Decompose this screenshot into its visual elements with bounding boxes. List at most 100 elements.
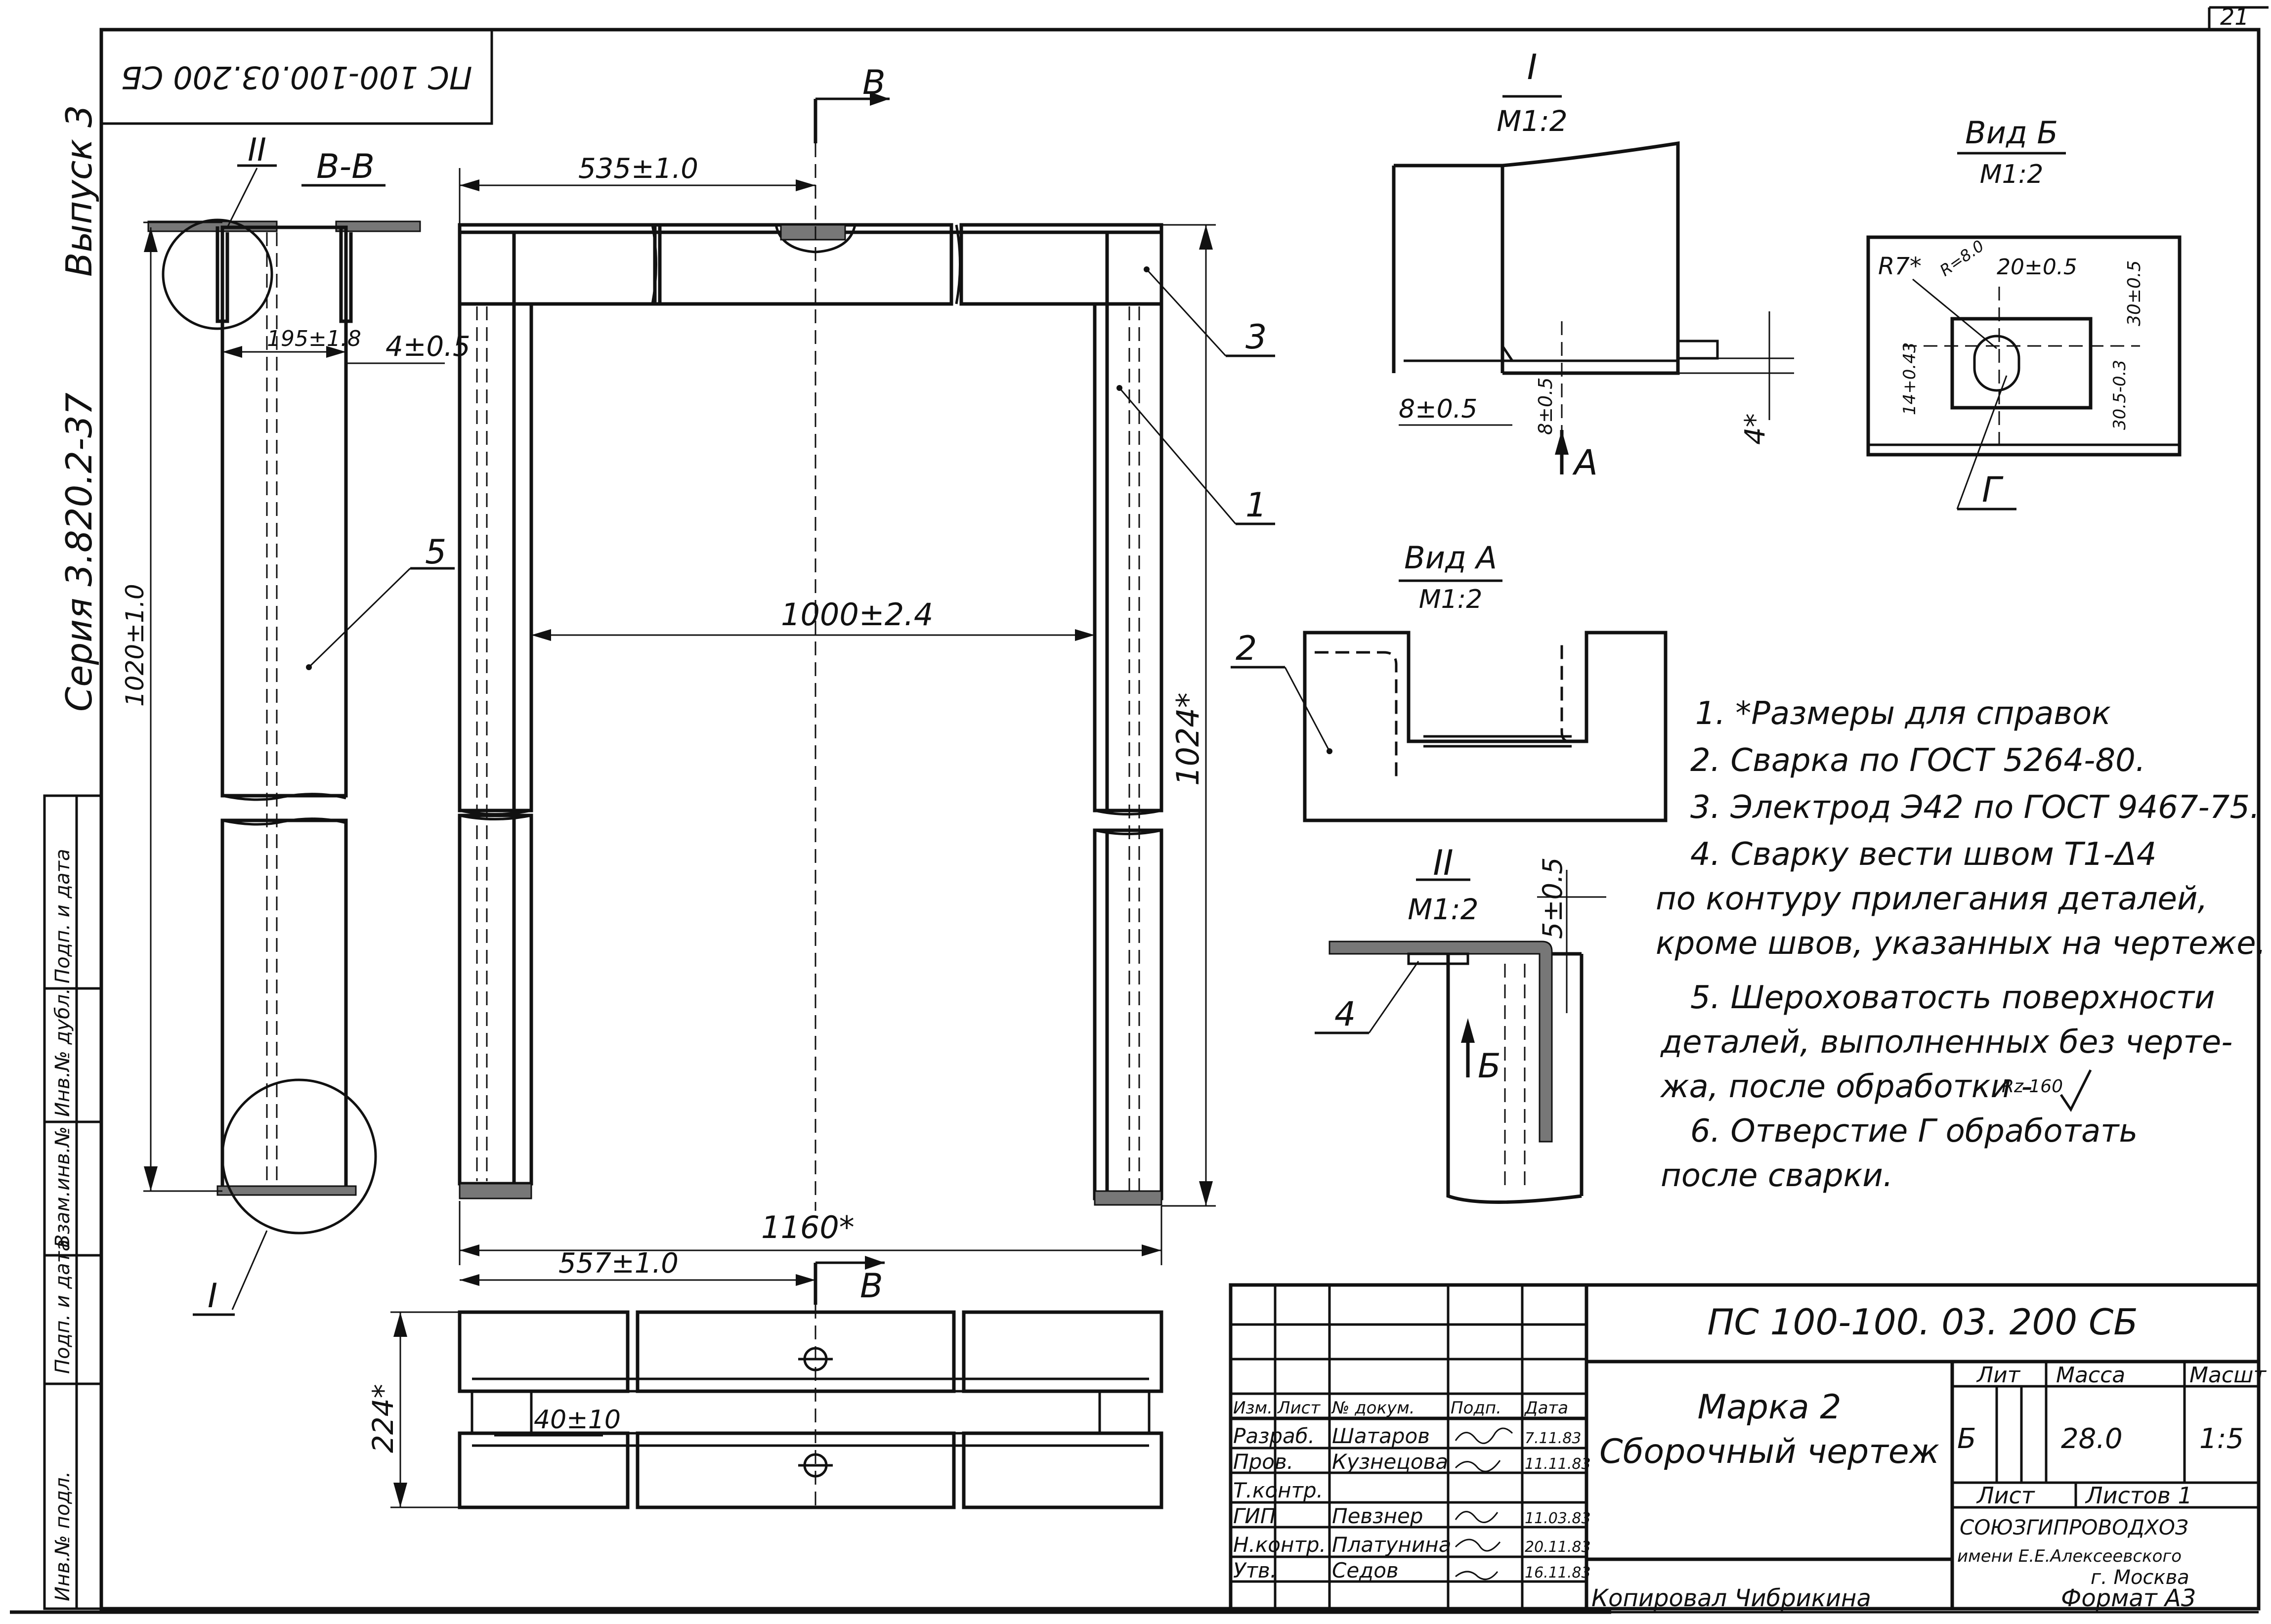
signatures [1455,1427,1513,1581]
dim-4star: 4* [1739,413,1771,445]
dim-5: 5±0.5 [1537,857,1568,939]
dim-8: 8±0.5 [1399,394,1477,424]
view-A: Вид А М1:2 2 [1231,540,1668,822]
note-rz: Rz 160 [2002,1076,2063,1097]
callout-II-top: II [248,132,266,169]
strip-inv-dubl: Инв.№ дубл. [51,988,74,1117]
tb-name-utv: Седов [1332,1558,1399,1582]
dim-1024: 1024* [1170,692,1206,786]
tb-date-prov: 11.11.83 [1525,1455,1591,1473]
tb-mass-label: Масса [2056,1363,2125,1388]
tb-name-gip: Певзнер [1332,1504,1423,1528]
tb-lit-label: Лит [1976,1363,2021,1388]
part-5-label: 5 [425,533,446,572]
detail-I-scale: М1:2 [1497,104,1567,138]
tb-role-nkontr: Н.контр. [1233,1533,1326,1557]
strip-podp-data-1: Подп. и дата [51,1239,74,1374]
tb-copied: Копировал Чибрикина [1591,1584,1871,1612]
tb-role-gip: ГИП [1233,1504,1276,1528]
tb-date-nkontr: 20.11.83 [1525,1539,1591,1556]
note-5: 5. Шероховатость поверхности [1690,980,2215,1016]
tb-document-code: ПС 100-100. 03. 200 СБ [1707,1301,2138,1343]
part-2-label: 2 [1236,629,1257,668]
dim-30b: 30.5-0.3 [2110,360,2130,430]
tb-org-line2: имени Е.Е.Алексеевского [1957,1546,2182,1566]
notes-block: 1. *Размеры для справок 2. Сварка по ГОС… [1656,695,2266,1194]
issue-label: Выпуск 3 [58,105,100,277]
tb-col-sign: Подп. [1451,1398,1501,1418]
dim-20: 20±0.5 [1997,255,2077,280]
dim-r8: R=8.0 [1936,236,1988,280]
tb-role-utv: Утв. [1233,1558,1277,1582]
dim-1160: 1160* [761,1209,855,1245]
tb-name-razrab: Шатаров [1332,1424,1430,1448]
dim-1020: 1020±1.0 [121,584,149,707]
tb-date-gip: 11.03.83 [1525,1510,1591,1527]
rotated-code-box: ПС 100-100.03.200 СБ [100,28,493,125]
tb-scale-value: 1:5 [2199,1423,2244,1455]
tb-scale-label: Масшт [2189,1363,2267,1388]
tb-mass-value: 28.0 [2061,1423,2123,1455]
dim-224: 224* [366,1384,400,1453]
note-5c: жа, после обработки - [1660,1068,2032,1105]
part-3-label: 3 [1245,318,1267,357]
dim-4: 4±0.5 [386,331,471,363]
tb-name-nkontr: Платунина [1332,1533,1451,1557]
tb-role-razrab: Разраб. [1233,1424,1315,1448]
tb-col-doc: № докум. [1331,1398,1415,1418]
dim-40: 40±10 [534,1405,621,1435]
dim-30: 30±0.5 [2124,260,2144,326]
part-4-label: 4 [1334,995,1356,1034]
note-6b: после сварки. [1661,1157,1893,1194]
tb-date-utv: 16.11.83 [1525,1564,1591,1581]
section-mark-b-top: В [862,63,886,102]
tb-org-line1: СОЮЗГИПРОВОДХОЗ [1960,1515,2188,1539]
tb-name-line1: Марка 2 [1697,1388,1841,1427]
detail-II: II М1:2 5±0.5 Б 4 [1315,843,1606,1204]
section-mark-b-bottom: В [860,1267,883,1306]
left-strip: Инв.№ подл. Подп. и дата Взам.инв.№ Инв.… [43,794,103,1610]
tb-role-tkontr: Т.контр. [1233,1478,1323,1502]
tb-name-line2: Сборочный чертеж [1599,1432,1939,1471]
view-B-scale: М1:2 [1980,160,2044,189]
tb-col-izm: Изм. [1233,1398,1273,1418]
dim-535: 535±1.0 [578,153,698,185]
rotated-doc-code: ПС 100-100.03.200 СБ [121,59,472,95]
dim-195: 195±1.8 [267,326,361,351]
detail-II-title: II [1433,843,1453,883]
arrow-B-label: Б [1478,1047,1501,1086]
tb-role-prov: Пров. [1233,1450,1293,1474]
tb-sheets-label: Листов 1 [2085,1482,2192,1509]
note-5b: деталей, выполненных без черте- [1660,1024,2232,1061]
front-view: В 535±1.0 [458,63,1275,1265]
note-3: 3. Электрод Э42 по ГОСТ 9467-75. [1690,789,2260,826]
note-1: 1. *Размеры для справок [1695,695,2111,732]
strip-inv-podl: Инв.№ подл. [51,1471,74,1601]
note-2: 2. Сварка по ГОСТ 5264-80. [1690,742,2145,779]
dim-14: 14+0.43 [1900,342,1920,415]
tb-sheet-label: Лист [1976,1482,2035,1509]
callout-I-bottom: I [208,1277,217,1316]
series-label: Серия 3.820.2-37 [58,392,100,712]
note-4b: по контуру прилегания деталей, [1656,881,2208,917]
view-A-title: Вид А [1404,540,1497,576]
strip-vzam-inv: Взам.инв.№ [51,1126,74,1248]
section-bb-title: В-В [316,147,375,186]
strip-podp-data-2: Подп. и дата [51,849,74,983]
view-B: Вид Б М1:2 R7* R=8.0 20±0.5 30±0.5 14+0.… [1866,115,2182,511]
detail-II-scale: М1:2 [1408,893,1478,926]
detail-I-title: I [1527,47,1538,87]
plan-view: В 557±1.0 224* 40±10 [366,1247,1163,1512]
dim-r7: R7* [1878,253,1922,280]
hole-G-label: Г [1982,470,2004,510]
part-1-label: 1 [1245,486,1267,525]
note-4c: кроме швов, указанных на чертеже. [1656,925,2266,962]
section-bb: В-В II I 1020±1.0 1 [121,132,471,1316]
note-6: 6. Отверстие Г обработать [1690,1113,2138,1150]
dim-1000: 1000±2.4 [781,597,933,633]
title-block: Изм. Лист № докум. Подп. Дата Разраб. Пр… [1229,1283,2267,1612]
view-A-scale: М1:2 [1419,585,1483,614]
tb-name-prov: Кузнецова [1332,1450,1448,1474]
tb-col-date: Дата [1524,1398,1568,1418]
